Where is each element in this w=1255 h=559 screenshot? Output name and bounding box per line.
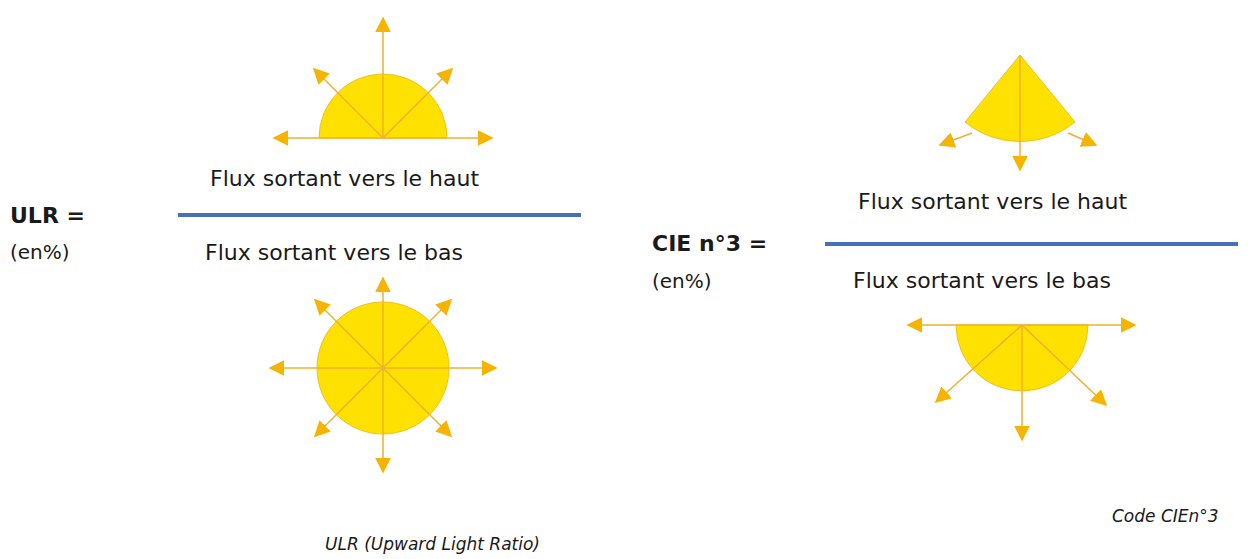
formula-name: CIE n°3 =: [652, 231, 767, 257]
numerator-text: Flux sortant vers le haut: [210, 166, 479, 192]
fraction-bar: [178, 213, 581, 217]
unit-note: (en%): [652, 269, 712, 293]
full-sun: [270, 278, 496, 472]
upper-half-sun: [274, 18, 492, 138]
numerator-text: Flux sortant vers le haut: [858, 189, 1127, 215]
lower-half-sun: [908, 325, 1135, 440]
sector-sun: [940, 55, 1096, 170]
figure-caption: ULR (Upward Light Ratio): [325, 534, 540, 554]
fraction-bar: [825, 242, 1238, 246]
denominator-text: Flux sortant vers le bas: [205, 240, 463, 266]
formula-name: ULR =: [10, 203, 85, 229]
unit-note: (en%): [10, 240, 70, 264]
figure-caption: Code CIEn°3: [1112, 506, 1219, 526]
denominator-text: Flux sortant vers le bas: [853, 268, 1111, 294]
